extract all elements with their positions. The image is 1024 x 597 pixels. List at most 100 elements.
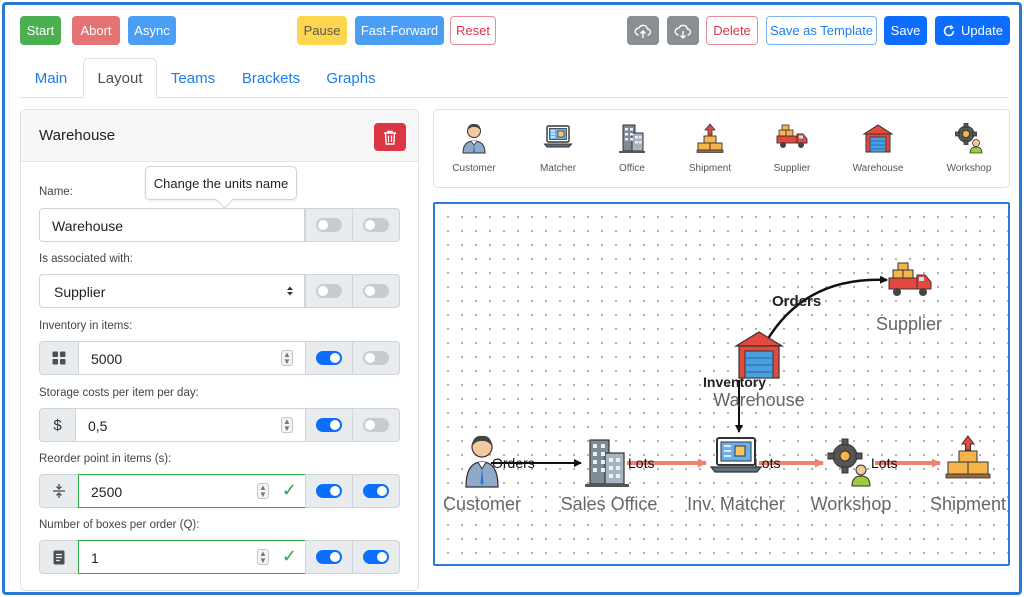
- boxes-toggle-2[interactable]: [352, 540, 400, 574]
- storage-input[interactable]: 0,5 ▲▼: [75, 408, 306, 442]
- boxes-value: 1: [91, 550, 99, 566]
- node-label: Inv. Matcher: [687, 494, 785, 514]
- reorder-toggle-1[interactable]: [305, 474, 353, 508]
- dollar-sign: $: [53, 416, 62, 434]
- node-supplier[interactable]: Supplier: [876, 262, 942, 334]
- name-toggle-2[interactable]: [352, 208, 400, 242]
- cloud-upload-icon: [634, 24, 652, 38]
- toggle-switch: [363, 218, 389, 232]
- update-button[interactable]: Update: [935, 16, 1010, 45]
- node-label: Customer: [443, 494, 521, 514]
- reorder-toggle-2[interactable]: [352, 474, 400, 508]
- node-shipment[interactable]: Shipment: [930, 435, 1006, 514]
- grid-icon: [52, 351, 66, 365]
- customer-icon: [465, 435, 499, 488]
- tab-brackets[interactable]: Brackets: [241, 69, 301, 87]
- delete-unit-button[interactable]: [374, 123, 406, 151]
- compress-icon: [53, 484, 65, 498]
- assoc-toggle-1[interactable]: [305, 274, 353, 308]
- palette-workshop[interactable]: Workshop: [934, 122, 1004, 178]
- inventory-stepper[interactable]: ▲▼: [281, 350, 293, 366]
- delete-button[interactable]: Delete: [706, 16, 758, 45]
- supplier-truck-icon: [888, 262, 932, 296]
- assoc-select[interactable]: Supplier: [39, 274, 305, 308]
- node-workshop[interactable]: Workshop: [811, 438, 892, 514]
- panel-header: Warehouse: [21, 110, 418, 162]
- boxes-input[interactable]: 1 ▲▼ ✓: [78, 540, 306, 574]
- customer-icon: [462, 123, 486, 154]
- tab-main[interactable]: Main: [34, 69, 68, 87]
- edge-orders-warehouse-supplier[interactable]: [764, 275, 888, 343]
- palette-label: Supplier: [773, 163, 811, 174]
- toggle-switch: [316, 550, 342, 564]
- toggle-switch: [363, 418, 389, 432]
- reorder-input[interactable]: 2500 ▲▼ ✓: [78, 474, 306, 508]
- name-toggle-1[interactable]: [305, 208, 353, 242]
- office-icon: [619, 124, 645, 153]
- palette-shipment[interactable]: Shipment: [675, 122, 745, 178]
- storage-stepper[interactable]: ▲▼: [281, 417, 293, 433]
- palette-label: Warehouse: [852, 163, 904, 174]
- boxes-label: Number of boxes per order (Q):: [39, 519, 200, 531]
- node-label: Shipment: [930, 494, 1006, 514]
- abort-button[interactable]: Abort: [72, 16, 120, 45]
- matcher-icon: [709, 437, 763, 473]
- toggle-switch: [316, 418, 342, 432]
- boxes-toggle-1[interactable]: [305, 540, 353, 574]
- inventory-toggle-2[interactable]: [352, 341, 400, 375]
- palette-supplier[interactable]: Supplier: [757, 122, 827, 178]
- palette-office[interactable]: Office: [597, 122, 667, 178]
- name-input[interactable]: Warehouse: [39, 208, 305, 242]
- inventory-input[interactable]: 5000 ▲▼: [78, 341, 306, 375]
- node-label: Workshop: [811, 494, 892, 514]
- tab-layout[interactable]: Layout: [83, 58, 157, 98]
- boxes-stepper[interactable]: ▲▼: [257, 549, 269, 565]
- save-button[interactable]: Save: [884, 16, 927, 45]
- storage-toggle-1[interactable]: [305, 408, 353, 442]
- inventory-toggle-1[interactable]: [305, 341, 353, 375]
- palette-label: Office: [619, 163, 645, 174]
- download-button[interactable]: [667, 16, 699, 45]
- reorder-stepper[interactable]: ▲▼: [257, 483, 269, 499]
- upload-button[interactable]: [627, 16, 659, 45]
- save-template-button[interactable]: Save as Template: [766, 16, 877, 45]
- warehouse-icon: [862, 124, 894, 153]
- reorder-addon: [39, 474, 79, 508]
- toggle-switch: [363, 484, 389, 498]
- palette-warehouse[interactable]: Warehouse: [843, 122, 913, 178]
- office-icon: [585, 439, 629, 487]
- storage-toggle-2[interactable]: [352, 408, 400, 442]
- assoc-label: Is associated with:: [39, 253, 133, 265]
- storage-value: 0,5: [88, 418, 108, 434]
- toggle-switch: [316, 351, 342, 365]
- storage-addon: $: [39, 408, 76, 442]
- supplier-truck-icon: [776, 124, 808, 148]
- node-label: Supplier: [876, 314, 942, 334]
- name-value: Warehouse: [52, 218, 124, 234]
- update-label: Update: [961, 23, 1003, 38]
- toggle-switch: [316, 484, 342, 498]
- valid-check-icon: ✓: [281, 546, 297, 566]
- name-label: Name:: [39, 186, 73, 198]
- assoc-toggle-2[interactable]: [352, 274, 400, 308]
- start-button[interactable]: Start: [20, 16, 61, 45]
- fast-forward-button[interactable]: Fast-Forward: [355, 16, 444, 45]
- unit-properties-panel: Warehouse Change the units name Name: Wa…: [20, 109, 419, 591]
- pause-button[interactable]: Pause: [297, 16, 347, 45]
- tab-graphs[interactable]: Graphs: [326, 69, 376, 87]
- palette-matcher[interactable]: Matcher: [523, 122, 593, 178]
- async-button[interactable]: Async: [128, 16, 176, 45]
- palette-customer[interactable]: Customer: [439, 122, 509, 178]
- node-inv-matcher[interactable]: Inv. Matcher: [687, 437, 785, 514]
- node-customer[interactable]: Customer: [443, 435, 521, 514]
- node-label: Sales Office: [561, 494, 658, 514]
- panel-title: Warehouse: [39, 127, 116, 144]
- tab-teams[interactable]: Teams: [170, 69, 216, 87]
- diagram-canvas[interactable]: Orders Lots Lots Lots Inventory Orders C…: [433, 202, 1010, 566]
- node-sales-office[interactable]: Sales Office: [561, 439, 658, 514]
- edge-label-orders: Orders: [772, 293, 821, 310]
- node-warehouse[interactable]: Warehouse: [713, 331, 805, 410]
- palette-label: Customer: [452, 163, 496, 174]
- reset-button[interactable]: Reset: [450, 16, 496, 45]
